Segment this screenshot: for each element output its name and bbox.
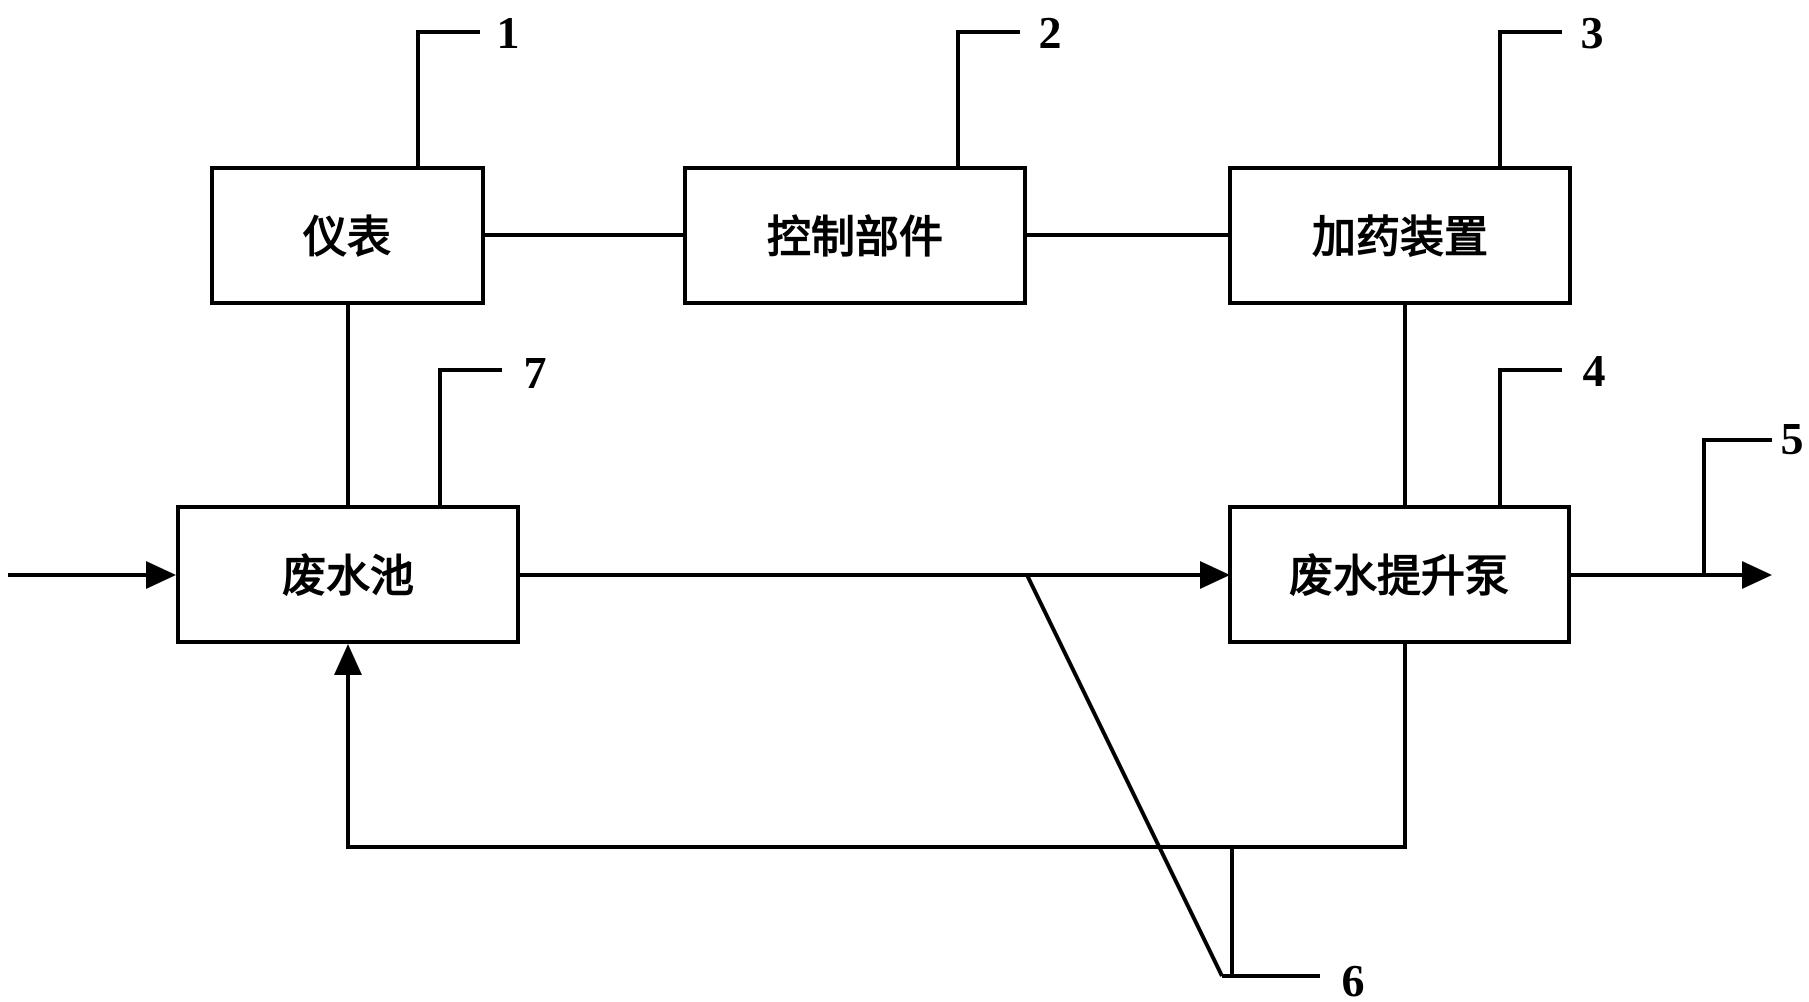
control-box [683, 166, 1027, 305]
meter-box [210, 166, 485, 305]
leader-5 [1702, 438, 1772, 575]
pump-box [1228, 505, 1571, 644]
outlet-arrowhead [1742, 561, 1772, 589]
leader-1 [416, 30, 480, 167]
dosing-box [1228, 166, 1572, 305]
pool-box [176, 505, 520, 644]
leader-7 [438, 368, 502, 506]
return-arrowhead [334, 644, 362, 675]
leader-6-diagonal [1025, 574, 1224, 977]
number-1: 1 [497, 7, 520, 58]
leader-4 [1498, 368, 1562, 506]
meter-label: 仪表 [302, 212, 391, 263]
number-3: 3 [1581, 7, 1604, 58]
number-5: 5 [1781, 413, 1804, 464]
leader-6-vertical [1230, 847, 1320, 978]
dosing-label: 加药装置 [1312, 212, 1488, 263]
return-loop-line [346, 643, 1407, 849]
pool-label: 废水池 [282, 551, 414, 602]
number-7: 7 [524, 347, 547, 398]
pool-pump-arrowhead [1200, 561, 1230, 589]
pump-label: 废水提升泵 [1289, 551, 1509, 602]
control-label: 控制部件 [767, 212, 943, 263]
number-2: 2 [1039, 7, 1062, 58]
number-6: 6 [1342, 955, 1365, 1002]
inlet-arrowhead [146, 561, 176, 589]
number-4: 4 [1583, 345, 1606, 396]
leader-3 [1498, 30, 1562, 167]
leader-2 [956, 30, 1020, 167]
